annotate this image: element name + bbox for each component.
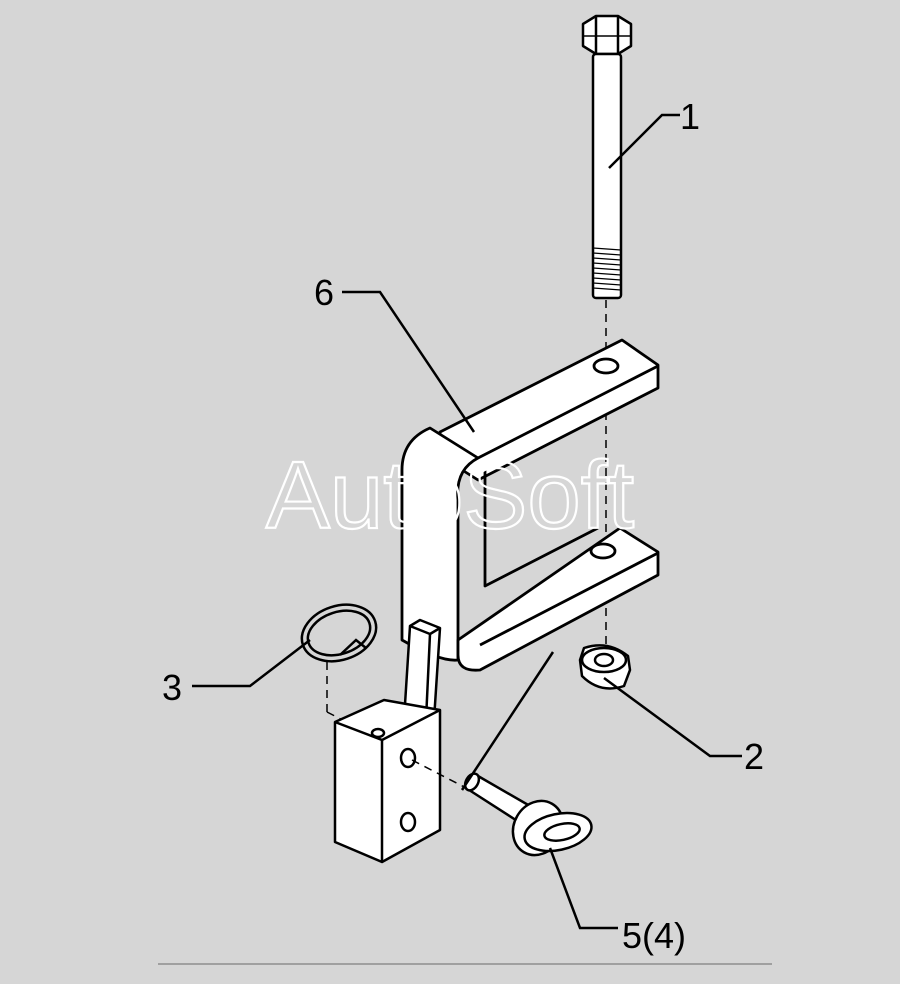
callout-1: 1 — [680, 96, 700, 137]
c-bracket — [400, 338, 660, 672]
nut — [578, 644, 632, 690]
callout-3: 3 — [162, 667, 182, 708]
watermark: AutoSoft — [266, 442, 634, 549]
pin-axis-line — [411, 759, 471, 791]
callout-6: 6 — [314, 272, 334, 313]
callout-5-4: 5(4) — [622, 915, 686, 956]
pin — [463, 772, 593, 857]
callout-2: 2 — [744, 736, 764, 777]
hinge-block — [333, 618, 442, 864]
leader-lines — [192, 113, 742, 930]
bolt — [581, 14, 633, 300]
